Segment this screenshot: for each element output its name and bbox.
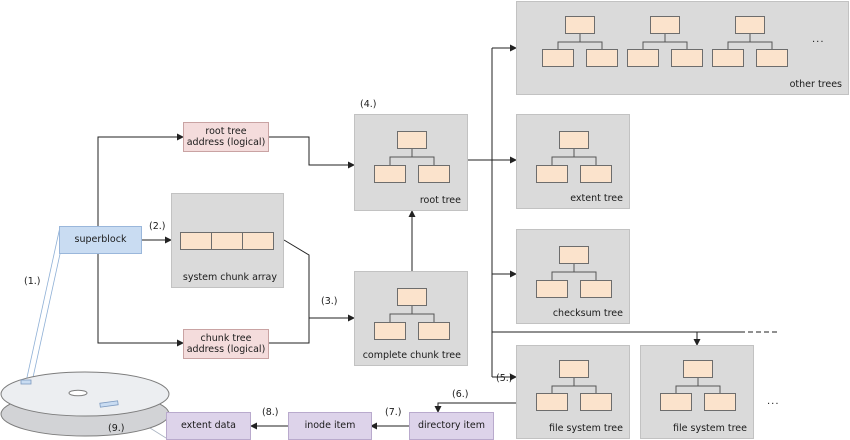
root-tree-address-box: root tree address (logical) [183,122,269,152]
chunk-array-cell [242,232,274,250]
step-label-8: (8.) [262,407,279,418]
tree-node-child [374,165,406,183]
chunk-tree-address-line2: address (logical) [186,344,266,355]
file-system-tree-panel-1: file system tree [516,345,630,439]
system-chunk-array-label: system chunk array [182,272,277,283]
tree-node-root [650,16,680,34]
directory-item-label: directory item [418,420,485,432]
inode-item-label: inode item [304,420,356,432]
tree-node-child [536,393,568,411]
tree-node-root [559,360,589,378]
directory-item-box: directory item [409,412,494,440]
checksum-tree-label: checksum tree [552,308,623,319]
disk-link-line-2 [31,253,61,383]
tree-node-child [536,280,568,298]
file-system-trees-ellipsis: ... [767,396,780,407]
tree-connectors [389,306,435,322]
tree-node-child [712,49,744,67]
tree-node-child [586,49,618,67]
disk-link-line-1 [25,226,61,383]
tree-node-child [580,393,612,411]
tree-connectors [675,378,721,393]
tree-connectors [389,149,435,165]
file-system-tree-label-1: file system tree [549,423,623,434]
inode-item-box: inode item [288,412,372,440]
system-chunk-array-panel: system chunk array [171,193,284,288]
tree-node-child [542,49,574,67]
step-label-1: (1.) [24,276,41,287]
extent-data-box: extent data [166,412,251,440]
checksum-tree-panel: checksum tree [516,229,630,324]
file-system-tree-panel-2: file system tree [640,345,754,439]
tree-node-child [671,49,703,67]
tree-node-child [580,280,612,298]
tree-node-root [683,360,713,378]
edge-system-chunk-array-to-chunk-tree [283,239,355,322]
extent-tree-label: extent tree [570,193,623,204]
other-trees-label: other trees [789,79,842,90]
edge-superblock-to-root-address [97,133,184,227]
tree-node-root [397,288,427,306]
root-tree-address-line2: address (logical) [186,137,266,148]
step-label-7: (7.) [385,407,402,418]
tree-node-child [418,322,450,340]
chunk-tree-address-box: chunk tree address (logical) [183,329,269,359]
superblock-box: superblock [59,226,142,254]
root-tree-label: root tree [419,195,461,206]
step-label-9: (9.) [108,423,125,434]
tree-node-child [627,49,659,67]
tree-node-child [704,393,736,411]
tree-node-root [565,16,595,34]
step-label-4: (4.) [360,99,377,110]
edge-fs-tree-to-directory-item [434,402,543,413]
tree-node-child [580,165,612,183]
tree-node-root [559,131,589,149]
tree-node-child [374,322,406,340]
other-trees-panel: ... other trees [516,1,849,95]
file-system-tree-label-2: file system tree [673,423,747,434]
tree-connectors [551,378,597,393]
step-label-2: (2.) [149,221,166,232]
disk-extent-marker [99,400,119,408]
root-tree-panel: root tree [354,114,468,211]
edge-root-address-to-root-tree [269,136,355,169]
step-label-5: (5.) [496,373,513,384]
tree-node-child [660,393,692,411]
complete-chunk-tree-label: complete chunk tree [362,350,461,361]
chunk-tree-address-line1: chunk tree [200,332,252,344]
edge-chunk-address-to-chunk-tree [269,318,310,344]
chunk-array-cell [211,232,243,250]
chunk-array-cell [180,232,212,250]
tree-node-root [735,16,765,34]
tree-connectors [551,149,597,165]
step-label-3: (3.) [321,296,338,307]
tree-connectors [551,264,597,280]
edge-superblock-to-chunk-address [97,254,184,347]
tree-node-root [397,131,427,149]
complete-chunk-tree-panel: complete chunk tree [354,271,468,366]
extent-data-label: extent data [180,420,237,432]
root-tree-address-line1: root tree [205,125,247,137]
tree-node-child [756,49,788,67]
disk-platter [0,371,170,437]
tree-connectors [557,34,773,49]
tree-node-root [559,246,589,264]
disk-superblock-marker [20,379,32,385]
other-trees-ellipsis: ... [812,34,825,45]
step-label-6: (6.) [452,389,469,400]
superblock-label: superblock [74,234,127,246]
extent-tree-panel: extent tree [516,114,630,209]
tree-node-child [418,165,450,183]
tree-node-child [536,165,568,183]
